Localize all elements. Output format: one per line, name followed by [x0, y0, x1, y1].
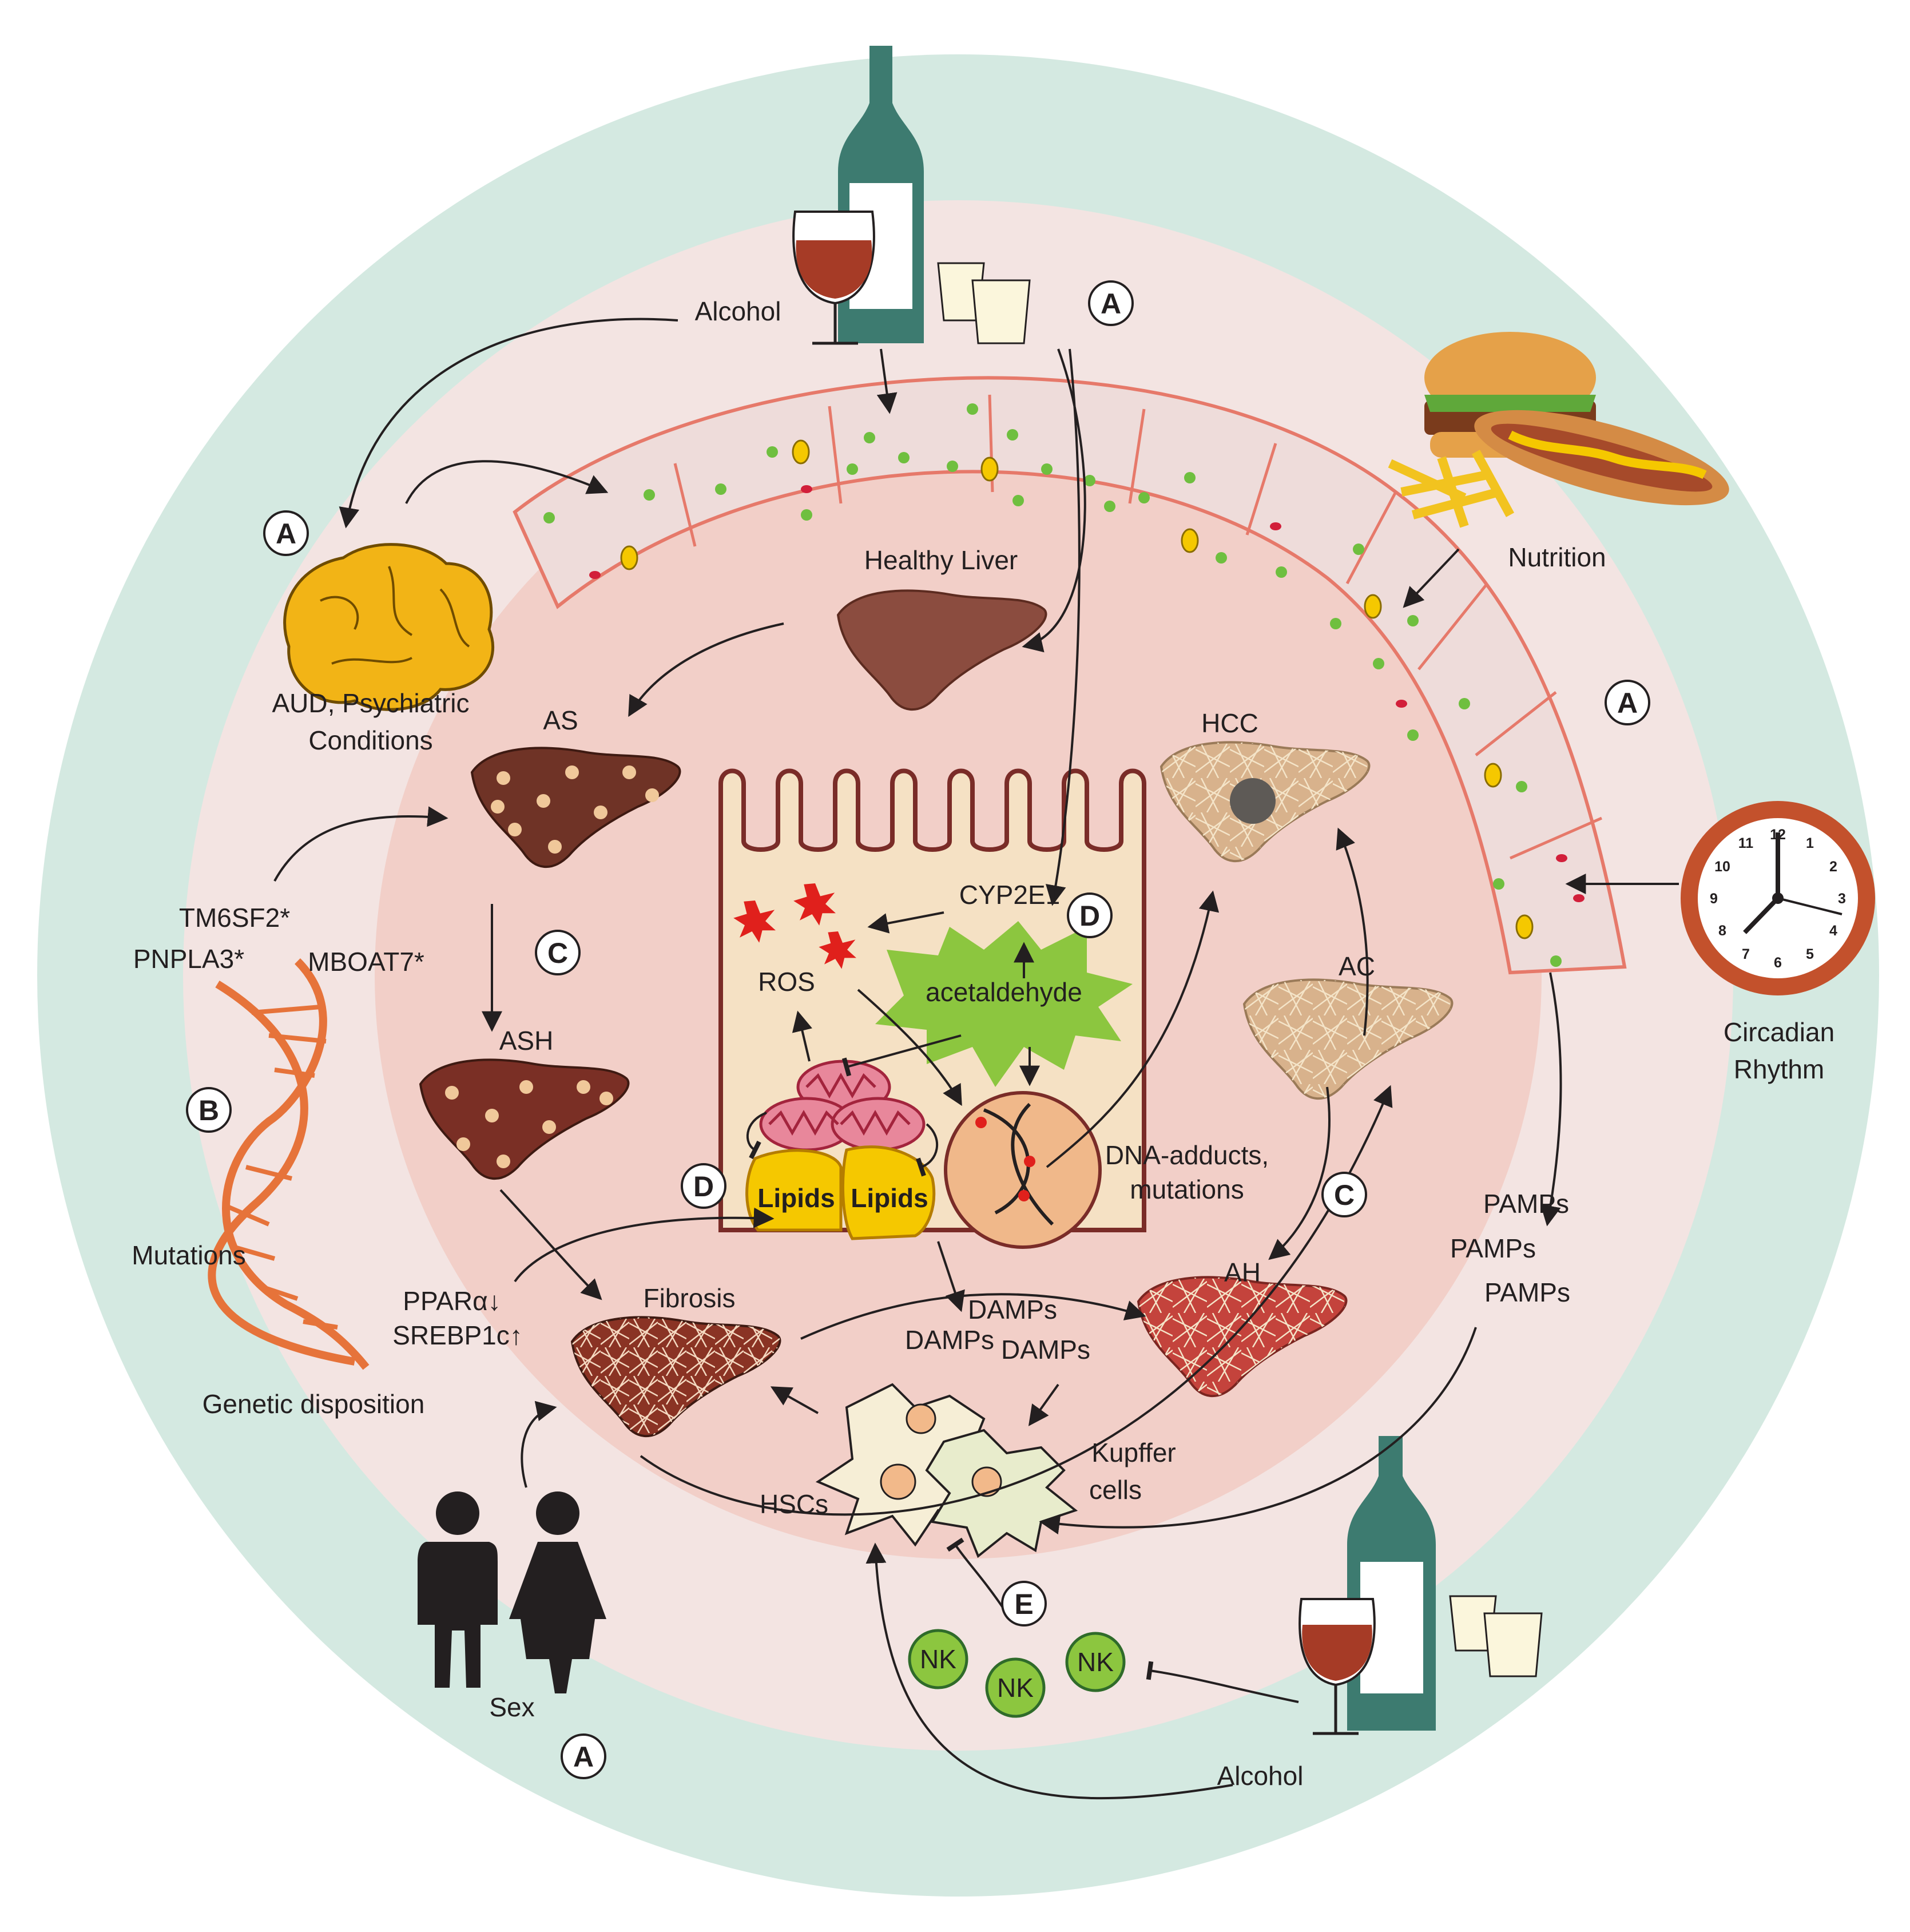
- lipids-label-2: Lipids: [851, 1183, 928, 1213]
- badge-d-top: D: [1067, 892, 1113, 938]
- dna-adducts-label: DNA-adducts,: [1105, 1140, 1269, 1170]
- sex-label: Sex: [489, 1692, 534, 1722]
- ros-label: ROS: [758, 967, 815, 997]
- svg-text:E: E: [1014, 1588, 1033, 1620]
- cyp2e1-label: CYP2E1: [959, 880, 1060, 910]
- svg-text:D: D: [693, 1171, 714, 1203]
- nucleus-icon: [944, 1091, 1102, 1249]
- svg-text:A: A: [1617, 687, 1638, 719]
- pamps-label-1: PAMPs: [1483, 1189, 1569, 1219]
- svg-text:A: A: [1101, 288, 1121, 320]
- food-icon: [1388, 332, 1729, 528]
- alcohol-top-label: Alcohol: [695, 296, 781, 326]
- nutrition-label: Nutrition: [1508, 542, 1606, 572]
- svg-text:C: C: [547, 937, 568, 969]
- badge-e: E: [1001, 1581, 1047, 1626]
- aud-label-line2: Conditions: [308, 725, 432, 755]
- ppara-label: PPARα↓: [403, 1286, 501, 1316]
- badge-d-bottom: D: [681, 1163, 726, 1209]
- intestinal-epithelium: [513, 376, 1627, 975]
- clock-number: 5: [1806, 946, 1814, 962]
- sex-silhouettes-icon: [418, 1491, 606, 1693]
- badge-a-right: A: [1605, 680, 1650, 725]
- damps-label-1: DAMPs: [968, 1295, 1057, 1324]
- nk-label-2: NK: [997, 1673, 1034, 1703]
- hcc-label: HCC: [1201, 708, 1258, 738]
- pamps-label-2: PAMPs: [1450, 1233, 1536, 1263]
- acetaldehyde-burst: [875, 921, 1133, 1087]
- tm6sf2-label: TM6SF2*: [179, 903, 290, 933]
- alcohol-bottle-bottom: [1299, 1436, 1543, 1735]
- aud-label: AUD, Psychiatric: [272, 688, 469, 718]
- alcohol-bottle-top: [792, 46, 1031, 345]
- alcohol-bottom-label: Alcohol: [1217, 1761, 1304, 1791]
- damps-label-2: DAMPs: [905, 1325, 994, 1355]
- pnpla3-label: PNPLA3*: [133, 944, 244, 974]
- clock-number: 10: [1714, 859, 1730, 875]
- clock-number: 6: [1774, 955, 1782, 971]
- mitochondria-icon: [759, 1060, 926, 1152]
- genetic-disposition-label: Genetic disposition: [202, 1389, 425, 1419]
- badge-c-right: C: [1321, 1172, 1367, 1217]
- badge-b: B: [186, 1087, 232, 1133]
- ah-label: AH: [1224, 1257, 1261, 1287]
- ac-label: AC: [1339, 951, 1375, 981]
- pamps-label-3: PAMPs: [1484, 1278, 1570, 1307]
- clock-number: 7: [1742, 946, 1750, 962]
- clock-number: 3: [1838, 891, 1846, 907]
- labels: Alcohol Healthy Liver AUD, Psychiatric C…: [132, 296, 1834, 1791]
- as-label: AS: [543, 705, 578, 735]
- badge-a-bottom: A: [561, 1733, 606, 1779]
- srebp1c-label: SREBP1c↑: [392, 1320, 523, 1350]
- immune-cell-cluster: [815, 1383, 1078, 1558]
- nk-label-3: NK: [1077, 1647, 1114, 1677]
- dna-helix-icon: [208, 958, 370, 1370]
- mboat7-label: MBOAT7*: [308, 947, 424, 977]
- ash-liver-icon: [419, 1058, 630, 1180]
- circadian-label-line2: Rhythm: [1734, 1054, 1824, 1084]
- badge-a-top: A: [1088, 280, 1134, 326]
- svg-text:B: B: [198, 1094, 219, 1126]
- healthy-liver-label: Healthy Liver: [864, 545, 1018, 575]
- clock-number: 2: [1829, 859, 1837, 875]
- clock-number: 1: [1806, 835, 1814, 851]
- hcc-liver-icon: [1160, 741, 1371, 863]
- dna-adducts-label-line2: mutations: [1130, 1175, 1244, 1204]
- pathway-arrows: [273, 318, 1679, 1800]
- clock-number: 11: [1738, 835, 1754, 851]
- ash-label: ASH: [499, 1026, 554, 1056]
- svg-text:D: D: [1079, 900, 1100, 932]
- svg-text:C: C: [1334, 1179, 1355, 1211]
- hscs-label: HSCs: [760, 1489, 828, 1519]
- clock-number: 9: [1710, 891, 1718, 907]
- badge-a-left: A: [263, 510, 309, 556]
- svg-text:A: A: [573, 1741, 594, 1773]
- nk-cells-icon: [908, 1629, 1126, 1718]
- fibrosis-label: Fibrosis: [643, 1283, 735, 1313]
- circadian-label: Circadian: [1724, 1017, 1834, 1047]
- kupffer-label-line2: cells: [1089, 1475, 1142, 1505]
- nk-label-1: NK: [920, 1644, 956, 1674]
- mutations-label: Mutations: [132, 1240, 245, 1270]
- damps-label-3: DAMPs: [1001, 1335, 1090, 1364]
- kupffer-label: Kupffer: [1091, 1438, 1176, 1467]
- clock-icon: 121234567891011: [1681, 801, 1875, 995]
- as-liver-icon: [471, 747, 681, 868]
- svg-text:A: A: [276, 518, 296, 550]
- clock-number: 8: [1718, 923, 1726, 939]
- clock-number: 4: [1829, 923, 1837, 939]
- badges: A A A A B C C D D E: [186, 280, 1650, 1779]
- badge-c-left: C: [535, 930, 581, 975]
- lipids-label-1: Lipids: [757, 1183, 835, 1213]
- brain-icon: [283, 543, 494, 711]
- acetaldehyde-label: acetaldehyde: [926, 977, 1082, 1007]
